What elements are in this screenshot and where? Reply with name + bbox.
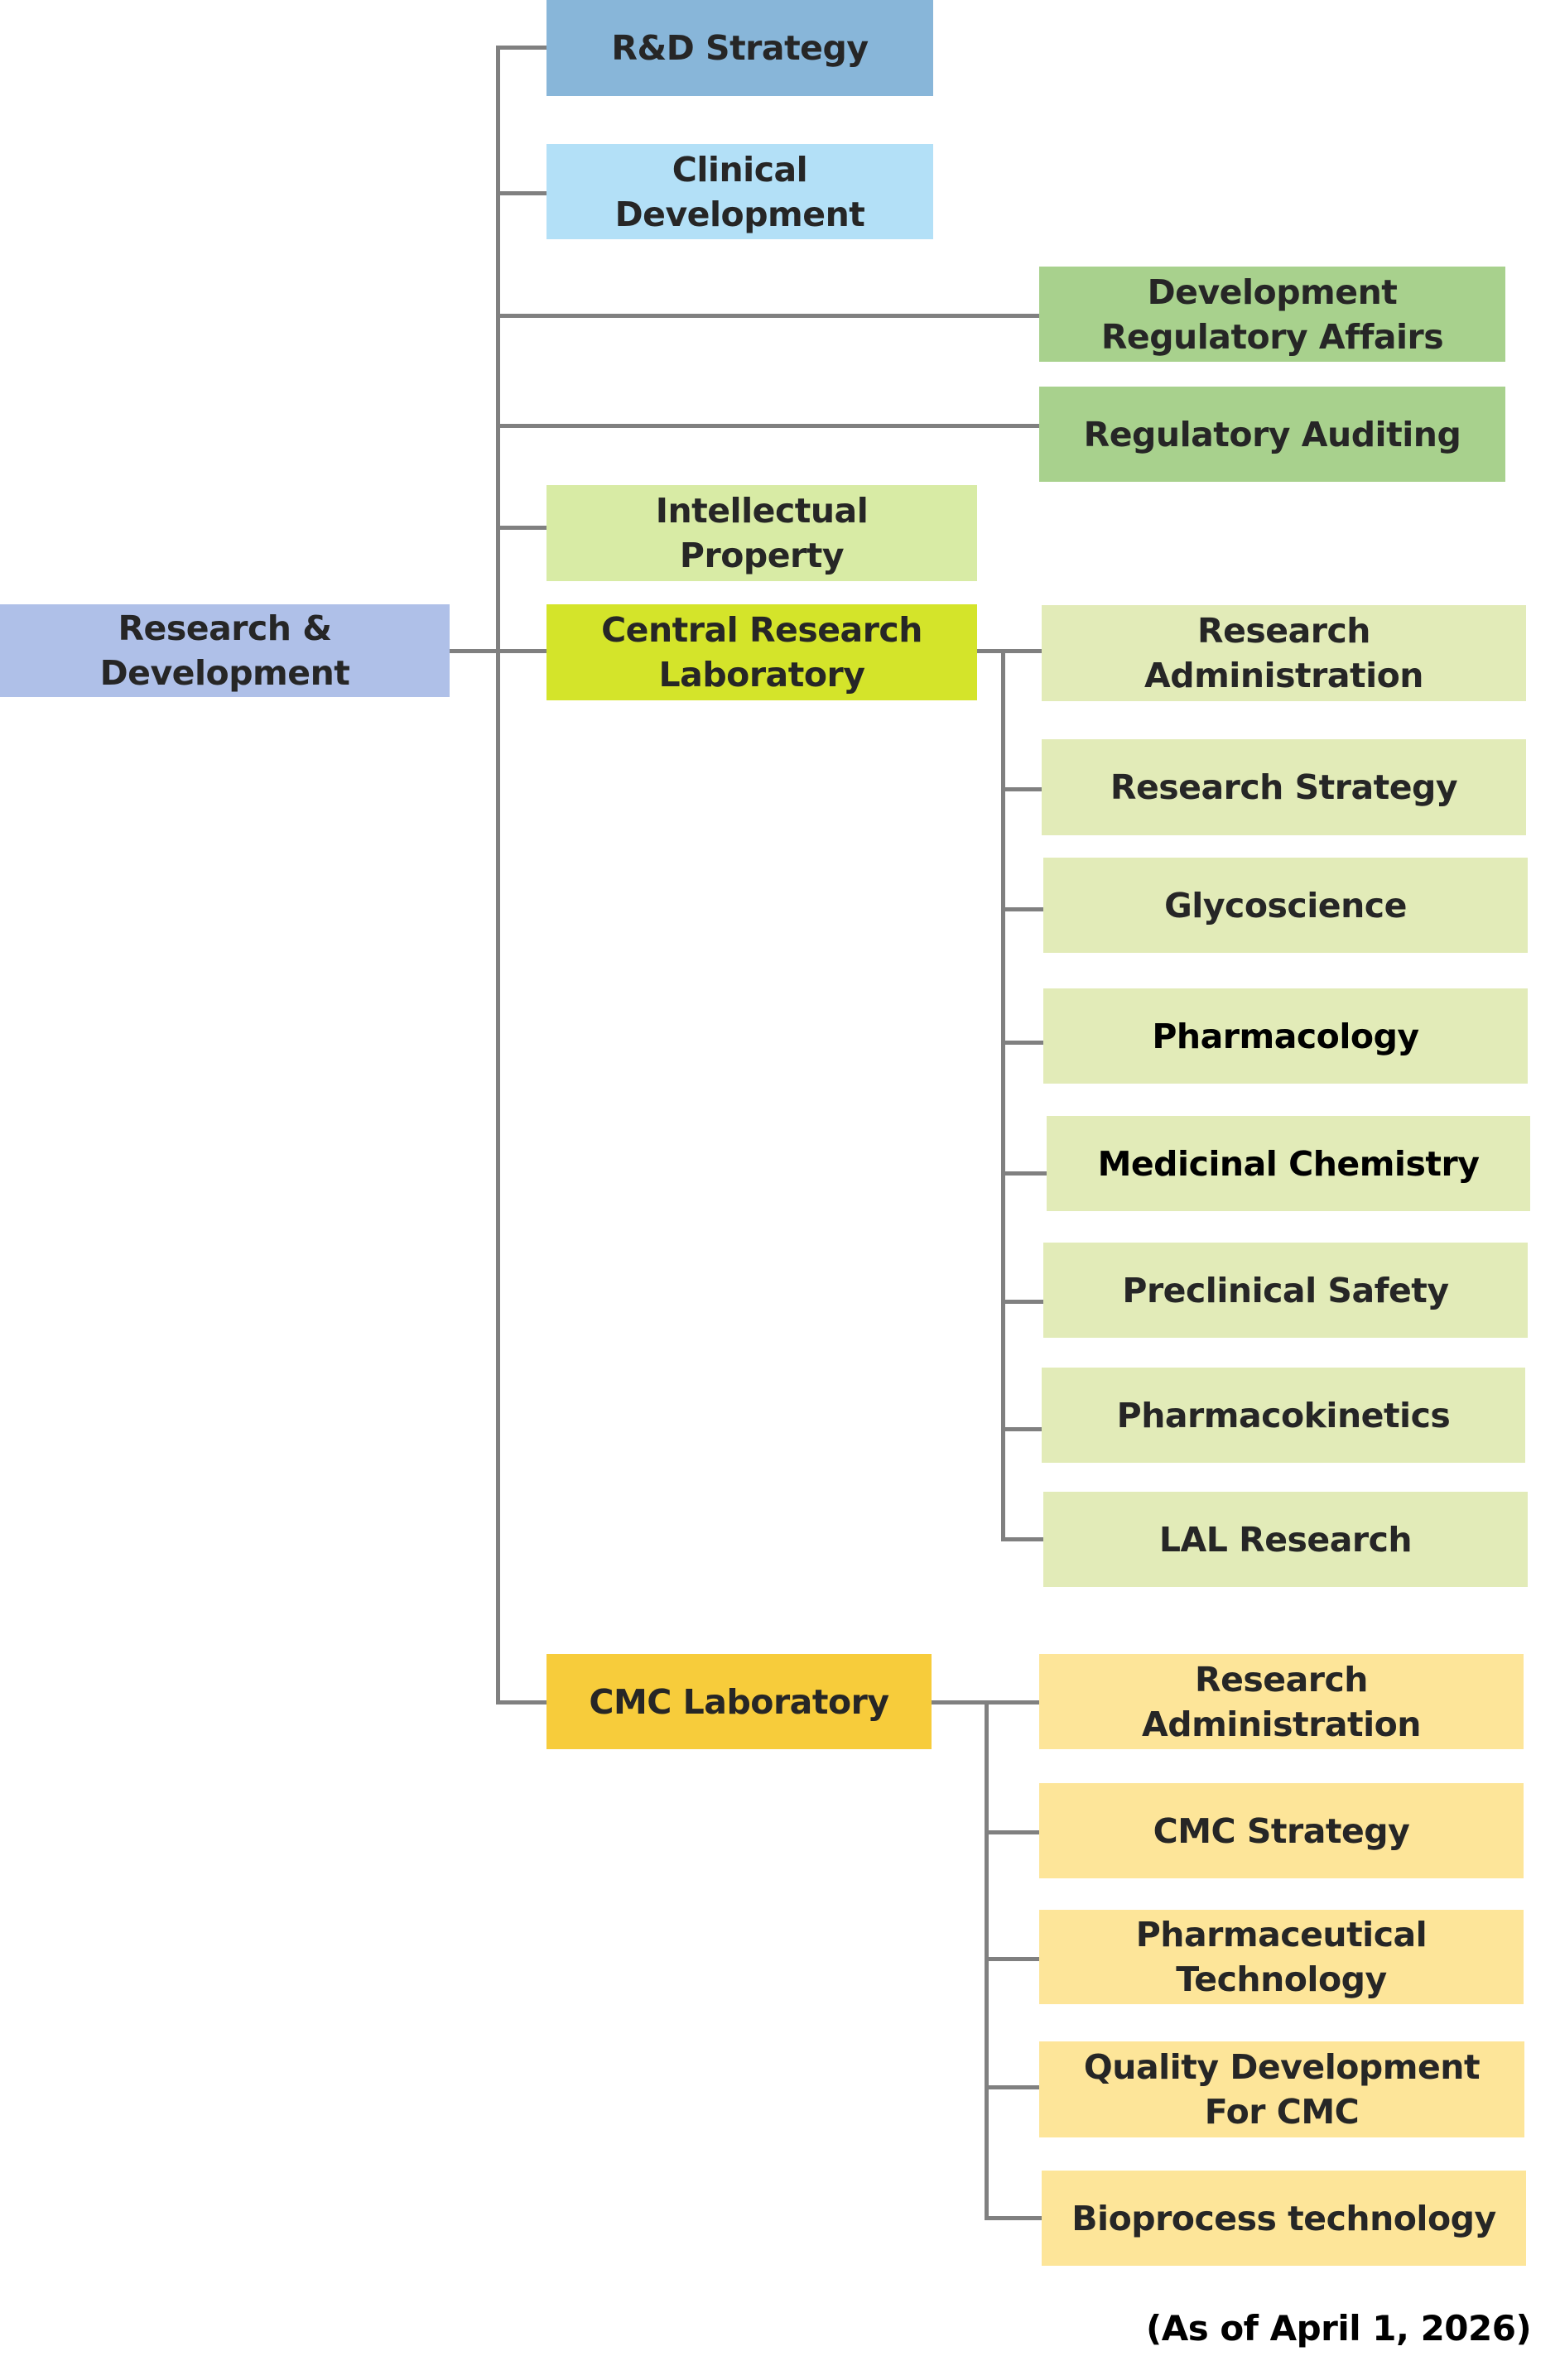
root-research-development: Research & Development <box>0 604 450 697</box>
box-crl-medicinal-chemistry: Medicinal Chemistry <box>1047 1116 1530 1211</box>
connector-cmc-child <box>985 2085 1039 2089</box>
box-clinical-development: Clinical Development <box>546 144 933 239</box>
box-cmc-pharmaceutical-technology: Pharmaceutical Technology <box>1039 1910 1524 2004</box>
connector-cmc-child <box>985 2216 1042 2220</box>
crl-sub-trunk <box>1001 649 1005 1541</box>
box-crl-research-strategy: Research Strategy <box>1042 739 1526 835</box>
box-cmc-strategy: CMC Strategy <box>1039 1783 1524 1878</box>
box-label: Clinical Development <box>614 149 865 234</box>
connector-cmc-child <box>985 1957 1039 1961</box>
box-development-regulatory-affairs: Development Regulatory Affairs <box>1039 267 1505 362</box>
box-rd-strategy: R&D Strategy <box>546 0 933 96</box>
connector-crl-child <box>1001 787 1043 791</box>
connector-cmc-laboratory <box>496 1700 546 1704</box>
box-central-research-laboratory: Central Research Laboratory <box>546 604 977 700</box>
box-crl-pharmacokinetics: Pharmacokinetics <box>1042 1368 1525 1463</box>
connector-crl-child <box>1001 1041 1043 1045</box>
connector-crl-child <box>1001 1427 1043 1431</box>
box-label: CMC Strategy <box>1153 1810 1410 1851</box>
box-label: Regulatory Auditing <box>1083 414 1461 454</box>
box-label: Development Regulatory Affairs <box>1100 272 1444 357</box>
box-crl-lal-research: LAL Research <box>1043 1492 1528 1587</box>
connector-regulatory-auditing <box>496 424 1039 428</box>
box-cmc-research-administration: Research Administration <box>1039 1654 1524 1749</box>
connector-rd-strategy <box>496 46 546 50</box>
box-label: Intellectual Property <box>655 491 869 575</box>
main-trunk <box>496 46 500 1704</box>
box-cmc-laboratory: CMC Laboratory <box>546 1654 932 1749</box>
box-label: Bioprocess technology <box>1071 2198 1496 2238</box>
box-label: Research Administration <box>1144 611 1424 695</box>
as-of-date-note: (As of April 1, 2026) <box>1146 2308 1532 2349</box>
box-label: Pharmaceutical Technology <box>1135 1915 1428 1999</box>
connector-crl-child <box>1001 1537 1043 1541</box>
connector-crl-child <box>1001 1300 1043 1304</box>
box-label: Research Administration <box>1142 1659 1422 1744</box>
box-crl-preclinical-safety: Preclinical Safety <box>1043 1243 1528 1338</box>
connector-cmc-child <box>985 1830 1039 1834</box>
box-label: Preclinical Safety <box>1122 1270 1449 1310</box>
box-label: Quality Development For CMC <box>1083 2047 1481 2132</box>
box-label: Pharmacology <box>1152 1016 1419 1056</box>
connector-crl-child <box>1001 907 1043 911</box>
box-intellectual-property: Intellectual Property <box>546 485 977 581</box>
box-cmc-quality-development: Quality Development For CMC <box>1039 2041 1524 2137</box>
connector-intellectual-property <box>496 526 546 530</box>
connector-clinical-development <box>496 191 546 195</box>
box-label: Research Strategy <box>1110 767 1458 807</box>
connector-crl-child <box>1001 1171 1047 1176</box>
box-label: Research & Development <box>99 608 350 693</box>
box-label: Central Research Laboratory <box>601 610 922 695</box>
box-cmc-bioprocess-technology: Bioprocess technology <box>1042 2171 1526 2266</box>
box-regulatory-auditing: Regulatory Auditing <box>1039 387 1505 482</box>
box-label: Glycoscience <box>1164 885 1407 926</box>
box-label: LAL Research <box>1158 1519 1413 1560</box>
box-crl-glycoscience: Glycoscience <box>1043 858 1528 953</box>
box-label: CMC Laboratory <box>589 1681 889 1722</box>
box-crl-pharmacology: Pharmacology <box>1043 988 1528 1084</box>
box-label: Pharmacokinetics <box>1116 1395 1451 1435</box>
connector-crl-out <box>977 649 1042 653</box>
box-crl-research-administration: Research Administration <box>1042 605 1526 701</box>
connector-development-regulatory-affairs <box>496 314 1039 318</box>
box-label: Medicinal Chemistry <box>1097 1143 1480 1184</box>
box-label: R&D Strategy <box>611 28 869 68</box>
